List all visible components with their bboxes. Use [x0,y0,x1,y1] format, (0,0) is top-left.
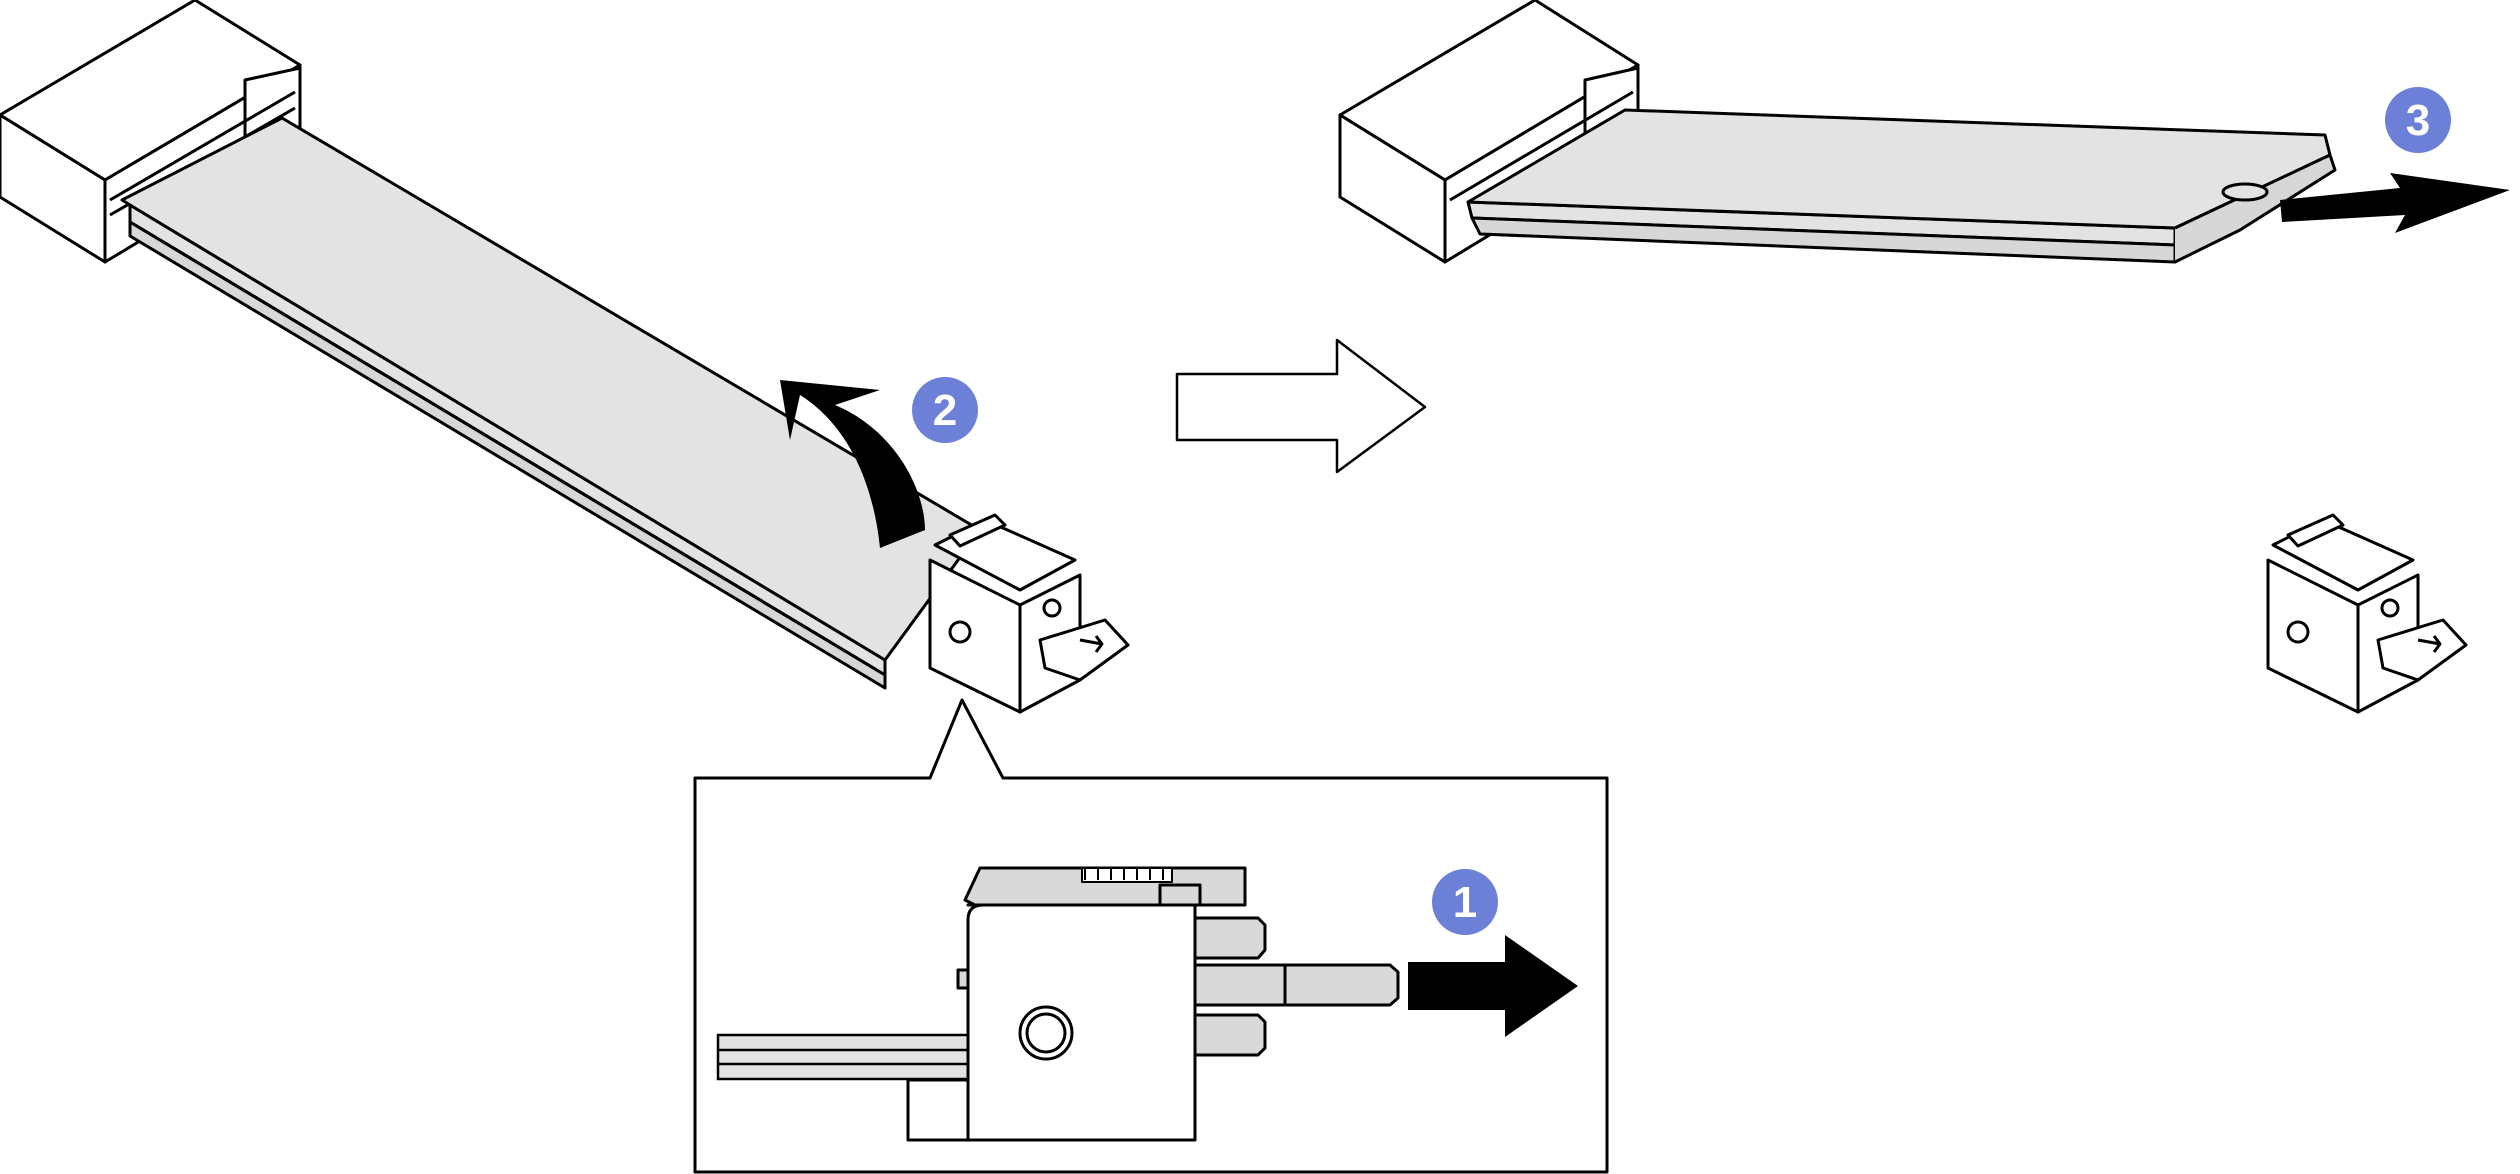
step-badge-2: 2 [912,377,978,443]
callout-latch [906,866,1400,1142]
transition-arrow [1175,338,1427,474]
m2-drive-right [1466,108,2337,264]
retainer-latch-left [928,513,1130,714]
step-badge-1: 1 [1432,869,1498,935]
m2-drive-left [120,116,982,690]
svg-text:1: 1 [1453,878,1477,927]
svg-text:3: 3 [2406,96,2430,145]
svg-text:2: 2 [933,386,957,435]
step-badge-3: 3 [2385,87,2451,153]
detail-callout: 1 [693,698,1609,1174]
retainer-latch-right [2266,513,2468,714]
rotate-arrow [780,380,925,548]
pull-arrow-right [2280,173,2510,233]
pull-arrow-callout [1408,935,1578,1037]
callout-drive-edge [716,1033,970,1081]
